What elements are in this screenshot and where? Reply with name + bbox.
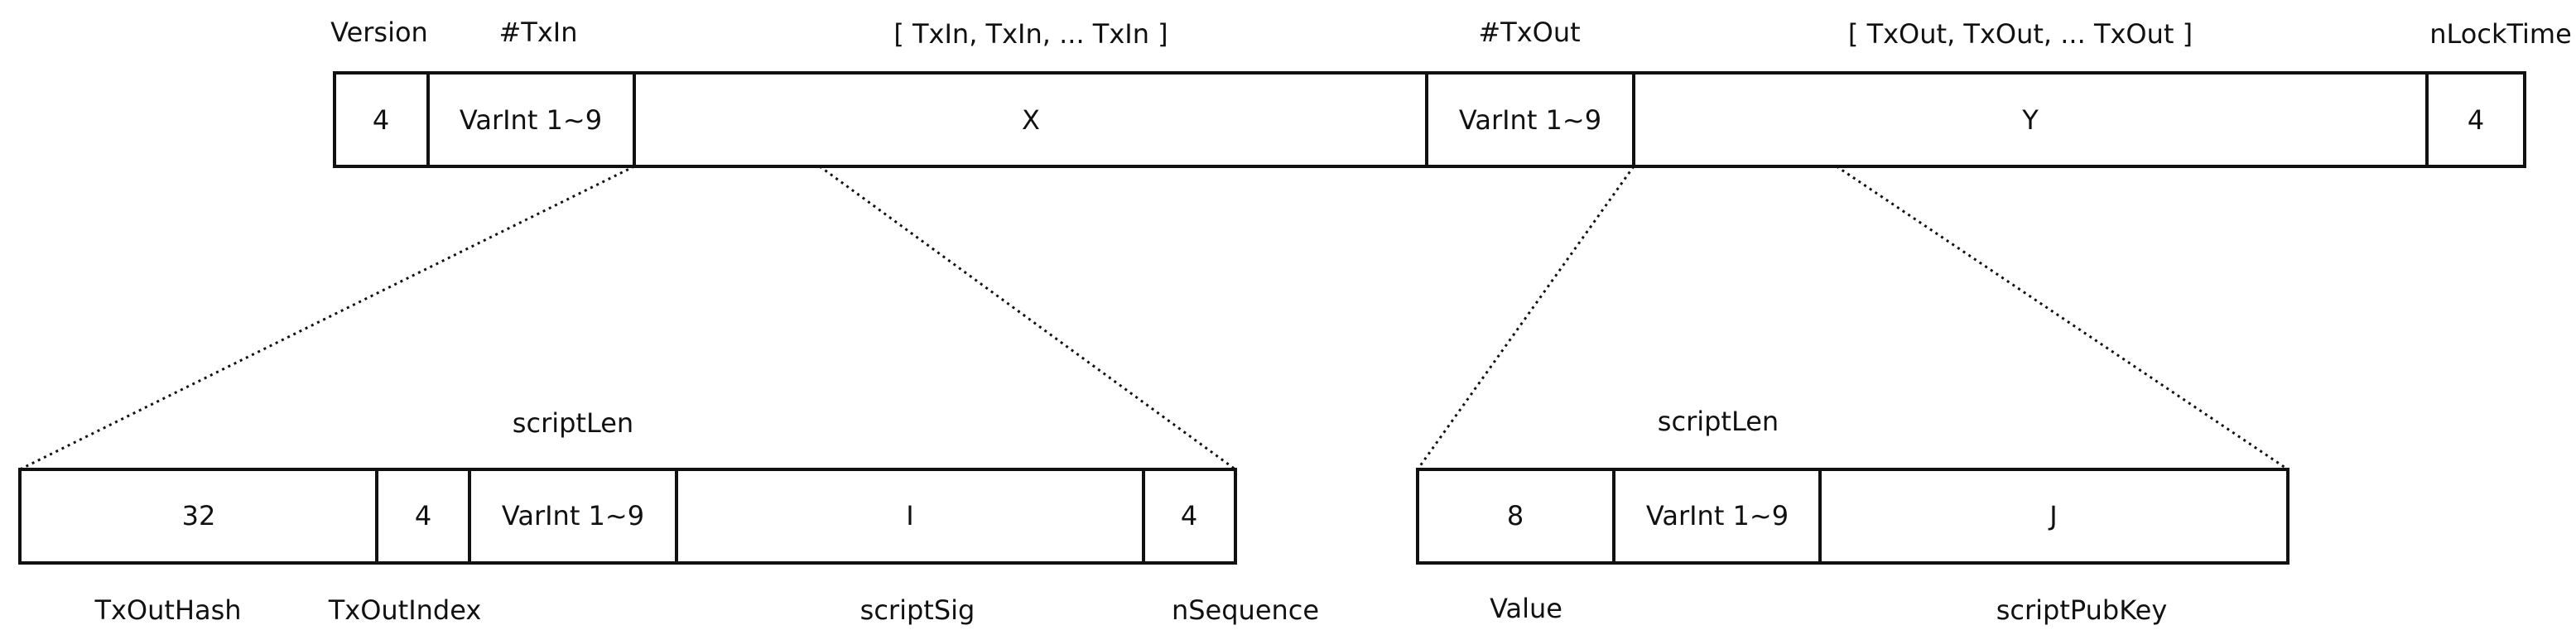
txout-script-pubkey-label: scriptPubKey <box>1996 594 2168 626</box>
txin-list-label: [ TxIn, TxIn, ... TxIn ] <box>893 18 1168 50</box>
txin-script-sig-cell: I <box>906 500 913 531</box>
txout-list-label: [ TxOut, TxOut, ... TxOut ] <box>1848 18 2193 50</box>
transaction-row-frame <box>333 71 2526 168</box>
txout-structure: scriptLen 8 VarInt 1~9 J Value scriptPub… <box>1416 406 2290 626</box>
txout-row-frame <box>1416 468 2290 565</box>
expansion-connectors <box>19 165 2289 471</box>
txin-count-label: #TxIn <box>498 17 577 48</box>
txin-sequence-label: nSequence <box>1172 594 1319 626</box>
txin-sequence-cell: 4 <box>1181 500 1197 531</box>
version-label: Version <box>330 17 428 48</box>
txout-value-cell: 8 <box>1507 500 1524 531</box>
txout-script-len-cell: VarInt 1~9 <box>1646 500 1789 531</box>
txin-connector-left <box>19 165 635 471</box>
txin-connector-right <box>819 165 1236 471</box>
txout-connector-left <box>1416 166 1635 470</box>
txout-value-label: Value <box>1490 593 1562 624</box>
txin-script-len-label: scriptLen <box>513 407 633 439</box>
txout-connector-right <box>1836 165 2289 471</box>
txin-script-len-cell: VarInt 1~9 <box>502 500 644 531</box>
transaction-row: Version #TxIn [ TxIn, TxIn, ... TxIn ] #… <box>330 17 2572 168</box>
txout-count-cell: VarInt 1~9 <box>1459 104 1601 136</box>
txin-hash-label: TxOutHash <box>94 594 241 626</box>
txin-count-cell: VarInt 1~9 <box>460 104 602 136</box>
txin-hash-cell: 32 <box>182 500 216 531</box>
locktime-label: nLockTime <box>2429 18 2572 50</box>
txin-list-cell: X <box>1022 104 1040 136</box>
txout-count-label: #TxOut <box>1478 17 1580 48</box>
txout-list-cell: Y <box>2021 104 2039 136</box>
txin-row-frame <box>18 468 1237 565</box>
txin-structure: scriptLen 32 4 VarInt 1~9 I 4 TxOutHash … <box>18 407 1319 626</box>
txin-script-sig-label: scriptSig <box>860 594 975 626</box>
version-cell: 4 <box>373 104 389 136</box>
txin-index-label: TxOutIndex <box>328 594 482 626</box>
txin-index-cell: 4 <box>415 500 431 531</box>
txout-script-pubkey-cell: J <box>2048 500 2057 531</box>
txout-script-len-label: scriptLen <box>1658 406 1779 437</box>
locktime-cell: 4 <box>2468 104 2484 136</box>
